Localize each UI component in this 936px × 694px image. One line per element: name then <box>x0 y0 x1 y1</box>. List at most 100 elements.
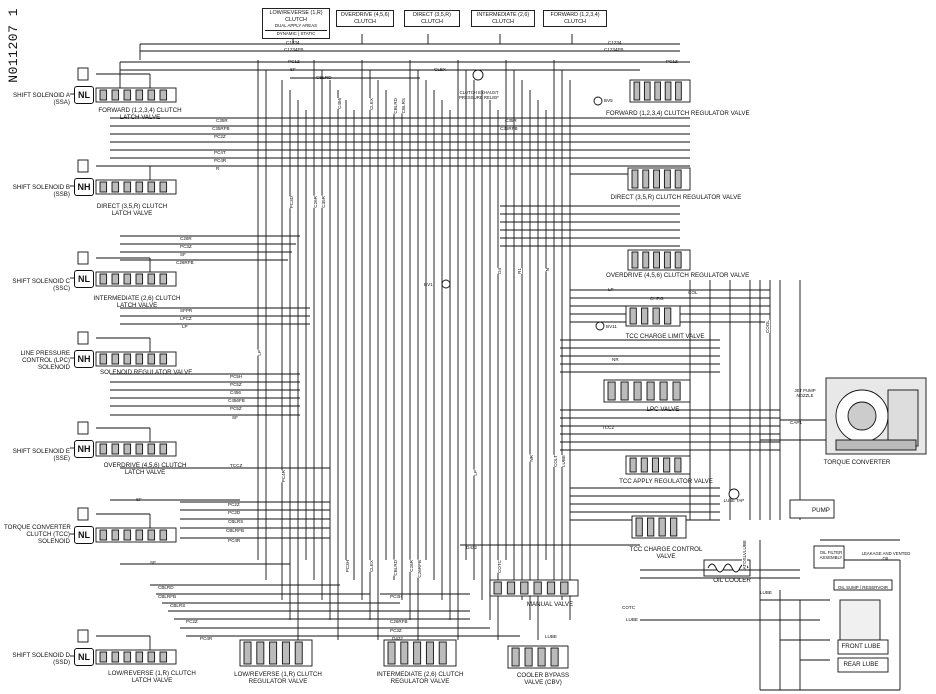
signal-label: C26R <box>180 236 192 241</box>
signal-label: PC3H <box>390 594 403 599</box>
valve-land <box>111 273 120 285</box>
valve-land <box>641 307 649 325</box>
torque-converter-graphic <box>825 377 927 455</box>
valve-land <box>663 169 671 189</box>
signal-label: CLEX <box>369 560 374 573</box>
signal-label: C35R <box>505 118 517 123</box>
tcc-solenoid-symbol: NL <box>74 526 94 544</box>
valve-land <box>674 169 682 189</box>
valve-land <box>159 353 168 365</box>
signal-label: PC3D <box>289 196 294 209</box>
signal-label: PC1Z <box>666 59 678 64</box>
jet-pump-label: JET PUMP NOZZLE <box>794 388 816 398</box>
manual-valve-label: MANUAL VALVE <box>526 601 574 608</box>
signal-label: TCCZ <box>230 463 243 468</box>
valve-land <box>400 641 409 665</box>
signal-label: SF <box>290 67 296 72</box>
torque-converter-label: TORQUE CONVERTER <box>823 459 891 466</box>
valve-land <box>659 381 668 401</box>
valve-land <box>653 251 660 269</box>
signal-label: PC5H <box>230 374 243 379</box>
signal-label: CBLRD <box>393 98 398 114</box>
ssd-label: SHIFT SOLENOID D(SSD) <box>12 652 70 666</box>
signal-label: CBLRFB <box>226 528 245 533</box>
ssc-solenoid-symbol: NL <box>74 270 94 288</box>
valve-land <box>123 89 132 101</box>
valve-land <box>111 353 120 365</box>
valve-land <box>546 581 556 595</box>
valve-land <box>147 651 156 663</box>
lube-distribution-block <box>839 599 881 641</box>
valve-land <box>642 251 650 269</box>
valve-land <box>672 381 681 401</box>
valve-land <box>123 651 132 663</box>
valve-land <box>493 581 502 595</box>
valve-land <box>135 443 144 455</box>
signal-label: PC3H <box>345 560 350 573</box>
solenoid-connector <box>77 67 89 81</box>
forward-clutch-box: FORWARD (1,2,3,4)CLUTCH <box>543 10 607 27</box>
valve-land <box>159 651 168 663</box>
lpc-valve-label-right: LPC VALVE <box>646 406 680 413</box>
valve-land <box>631 169 639 189</box>
valve-land <box>135 273 144 285</box>
valve-land <box>620 381 629 401</box>
valve-land <box>635 517 643 537</box>
valve-land <box>281 641 290 665</box>
valve-land <box>99 651 108 663</box>
valve-land <box>438 641 447 665</box>
solenoid-connector <box>77 331 89 345</box>
valve-land <box>629 307 637 325</box>
valve-land <box>550 647 559 667</box>
signal-label: C456 <box>337 98 342 109</box>
ssc-label: SHIFT SOLENOID C(SSC) <box>12 278 70 292</box>
valve-land <box>99 273 108 285</box>
signal-label: C35RFB <box>500 126 518 131</box>
oil-filter-box <box>813 545 845 569</box>
valve-land <box>413 641 422 665</box>
signal-label: PC1Z <box>288 59 300 64</box>
valve-land <box>629 457 637 473</box>
valve-land <box>294 641 303 665</box>
sse-label: SHIFT SOLENOID E(SSE) <box>12 448 70 462</box>
solenoid-connector <box>77 251 89 265</box>
oil-cooler-label: OIL COOLER <box>713 577 751 584</box>
valve-land <box>664 307 672 325</box>
valve-land <box>159 529 168 541</box>
front-lube-box <box>837 639 889 655</box>
signal-label: CBLRS <box>401 98 406 114</box>
signal-label: C26RFB <box>176 260 194 265</box>
signal-label: NR <box>612 357 619 362</box>
signal-label: PC2Z <box>214 134 226 139</box>
lube-tap-gauge <box>728 488 740 500</box>
signal-label: C26RFB <box>417 560 422 578</box>
signal-label: C456FB <box>228 398 245 403</box>
signal-label: C26R <box>313 196 318 208</box>
valve-land <box>256 641 265 665</box>
intermediate-clutch-box: INTERMEDIATE (2,6)CLUTCH <box>471 10 535 27</box>
signal-label: COTC <box>497 560 502 574</box>
valve-land <box>135 651 144 663</box>
ssb-solenoid-symbol: NH <box>74 178 94 196</box>
sump-label: OIL SUMP / RESERVOIR <box>837 585 889 590</box>
valve-land <box>123 529 132 541</box>
valve-land <box>123 273 132 285</box>
solenoid-connector <box>77 421 89 435</box>
signal-label: LUBE <box>561 455 566 468</box>
valve-land <box>135 353 144 365</box>
valve-land <box>425 641 434 665</box>
signal-label: LUBE <box>545 634 558 639</box>
valve-land <box>663 457 671 473</box>
valve-land <box>511 647 520 667</box>
lpc-valve-label: SOLENOID REGULATOR VALVE <box>100 369 193 376</box>
ssb-label: SHIFT SOLENOID B(SSB) <box>12 184 70 198</box>
valve-land <box>675 81 682 101</box>
leakage-label: LEAKAGE AND VENTED OIL <box>861 551 911 561</box>
signal-label: C1234FB <box>604 47 624 52</box>
signal-label: COLT <box>553 455 558 467</box>
